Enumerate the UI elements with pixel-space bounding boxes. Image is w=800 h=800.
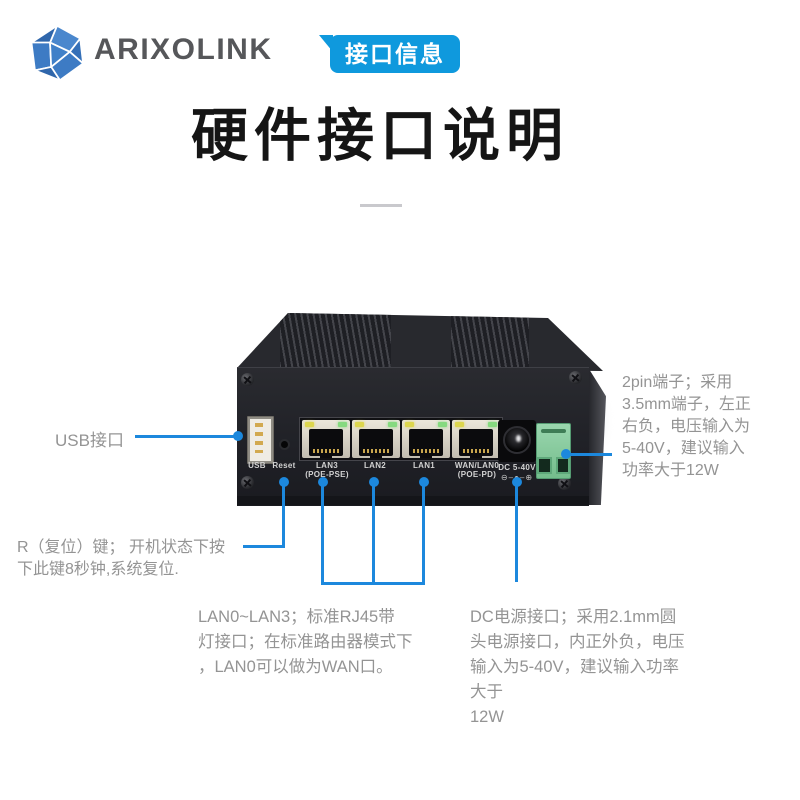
usb-tongue [250,419,271,461]
heatsink-fins-left [279,313,392,371]
panel-label-usb: USB [248,461,266,470]
page-title: 硬件接口说明 [191,104,569,168]
panel-label-dc: DC 5-40V [498,463,536,472]
terminal-slot [541,429,566,433]
terminal-hole [555,457,570,474]
callout-dot-lan3 [318,477,328,487]
ethernet-port-block [299,417,503,461]
rj45-port-lan2 [352,420,400,458]
device-top-face [237,313,603,371]
dc-barrel [503,426,531,454]
screw-top-left [241,373,254,386]
callout-dot-reset [279,477,289,487]
callout-dot-terminal [561,449,571,459]
dc-power-jack [498,420,536,462]
panel-label-lan3: LAN3(POE-PSE) [305,461,349,479]
dc-pin-highlight [516,435,521,442]
usb-pins [255,423,263,453]
callout-line-reset-vertical [282,482,285,548]
callout-line-lan1 [422,482,425,585]
rj45-jack [409,429,443,456]
panel-label-lan2: LAN2 [363,461,387,470]
callout-line-usb [135,435,237,438]
screw-top-right [569,371,582,384]
rj45-port-lan1 [402,420,450,458]
led-yellow [405,422,414,427]
callout-line-dc [515,482,518,582]
led-green [488,422,497,427]
rj45-port-lan3 [302,420,350,458]
led-green [338,422,347,427]
led-yellow [455,422,464,427]
terminal-holes [537,457,570,474]
section-badge: 接口信息 [330,35,460,73]
title-divider [360,204,402,207]
device-bottom-edge [237,496,589,505]
panel-label-wan-lan0: WAN/LAN0(POE-PD) [454,461,500,479]
callout-dot-usb [233,431,243,441]
device-side-face [589,369,606,505]
screw-bottom-right [558,477,571,490]
callout-bracket-lan [321,582,425,585]
callout-dot-lan1 [419,477,429,487]
router-device-photo: USB Reset LAN3(POE-PSE) LAN2 LAN1 WAN/LA… [235,310,607,510]
callout-dot-dc [512,477,522,487]
led-yellow [305,422,314,427]
rj45-jack [359,429,393,456]
led-yellow [355,422,364,427]
screw-bottom-left [241,476,254,489]
led-green [438,422,447,427]
terminal-hole [537,457,552,474]
panel-label-lan1: LAN1 [412,461,436,470]
callout-line-terminal [570,453,612,456]
brand-name: ARIXOLINK [94,33,273,66]
panel-label-reset: Reset [272,461,296,470]
rj45-port-wan-lan0 [452,420,500,458]
note-lan: LAN0~LAN3；标准RJ45带 灯接口；在标准路由器模式下 ，LAN0可以做… [198,608,413,676]
terminal-block-2pin [536,423,571,479]
led-green [388,422,397,427]
note-dc-power: DC电源接口；采用2.1mm圆 头电源接口，内正外负，电压 输入为5-40V，建… [470,608,685,726]
callout-dot-lan2 [369,477,379,487]
usb-port [247,416,274,464]
callout-line-reset-horizontal [243,545,285,548]
note-usb: USB接口 [55,431,124,450]
rj45-jack [309,429,343,456]
note-reset: R（复位）键； 开机状态下按 下此键8秒钟,系统复位. [17,539,226,578]
rj45-jack [459,429,493,456]
callout-line-lan3 [321,482,324,585]
gem-logo-icon [30,24,84,82]
callout-line-lan2 [372,482,375,585]
note-2pin: 2pin端子；采用 3.5mm端子，左正 右负，电压输入为 5-40V，建议输入… [622,374,751,479]
heatsink-fins-right [450,313,529,371]
reset-pinhole [281,441,288,448]
